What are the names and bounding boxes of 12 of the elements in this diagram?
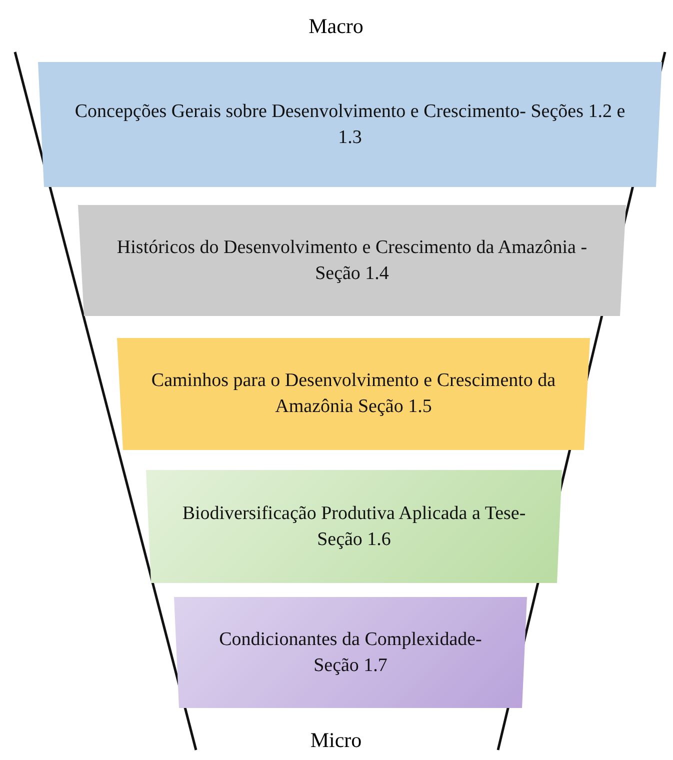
- funnel-band: [146, 470, 562, 583]
- scale-label: Macro: [308, 14, 364, 39]
- scale-label: Micro: [309, 728, 363, 753]
- funnel-band: [38, 62, 662, 187]
- band-text: Condicionantes da Complexidade- Seção 1.7: [218, 628, 483, 678]
- band-text: Caminhos para o Desenvolvimento e Crescimento da Amazônia Seção 1.5: [150, 369, 557, 419]
- band-text: Históricos do Desenvolvimento e Crescimento da Amazônia - Seção 1.4: [116, 236, 588, 286]
- funnel-band: [117, 338, 590, 450]
- band-text: Biodiversificação Produtiva Aplicada a Tese- Seção 1.6: [181, 502, 527, 552]
- funnel-band: [78, 205, 626, 316]
- funnel-band: [174, 597, 527, 708]
- band-text: Concepções Gerais sobre Desenvolvimento e Crescimento- Seções 1.2 e 1.3: [74, 100, 626, 150]
